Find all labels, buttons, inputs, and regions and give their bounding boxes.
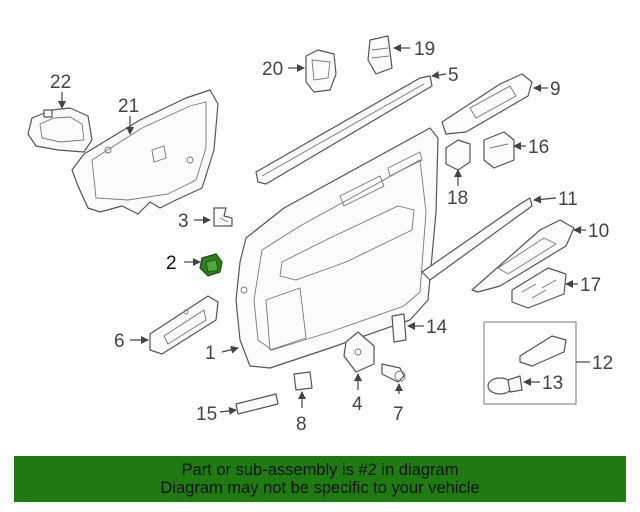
part-17-window-switch (511, 267, 567, 309)
part-9-switch-bezel (441, 73, 533, 135)
label-6: 6 (114, 331, 125, 352)
label-20: 20 (262, 59, 283, 80)
banner-line-2: Diagram may not be specific to your vehi… (160, 479, 480, 497)
label-9: 9 (550, 79, 561, 100)
label-3: 3 (178, 211, 189, 232)
part-15-pad-strip (235, 393, 279, 415)
label-22: 22 (50, 72, 71, 93)
label-21: 21 (118, 96, 139, 117)
label-7: 7 (393, 404, 404, 425)
part-19-clip (367, 35, 393, 75)
part-16-switch (483, 131, 515, 169)
label-1: 1 (205, 343, 216, 364)
part-1-door-trim-panel (235, 127, 439, 369)
part-4-bracket (343, 331, 375, 373)
label-14: 14 (426, 317, 448, 338)
part-18-switch (445, 139, 471, 171)
label-10: 10 (588, 221, 609, 242)
label-16: 16 (528, 137, 549, 158)
part-8-cap (293, 371, 313, 391)
label-8: 8 (296, 414, 307, 435)
label-12: 12 (592, 353, 613, 374)
label-11: 11 (558, 189, 578, 210)
banner-line-1: Part or sub-assembly is #2 in diagram (181, 461, 459, 479)
label-17: 17 (580, 275, 601, 296)
label-2: 2 (166, 253, 177, 274)
part-13-bulb (487, 375, 523, 395)
label-4: 4 (352, 394, 363, 415)
part-6-pull-handle (149, 295, 219, 355)
label-19: 19 (414, 39, 435, 60)
part-11-molding (421, 197, 533, 281)
part-22-bracket (27, 107, 93, 153)
part-3-push-clip (213, 207, 233, 227)
part-7-screw (381, 363, 406, 383)
label-5: 5 (448, 65, 459, 86)
part-21-watershield (71, 89, 219, 215)
part-10-armrest (471, 219, 575, 293)
label-15: 15 (196, 404, 217, 425)
part-5-weatherstrip (255, 75, 433, 185)
part-20-mirror-switch (305, 49, 337, 93)
info-banner: Part or sub-assembly is #2 in diagram Di… (14, 456, 626, 502)
part-14-pad (391, 313, 407, 343)
label-13: 13 (542, 373, 563, 394)
part-2-highlighted-clip (199, 253, 223, 277)
label-18: 18 (447, 188, 468, 209)
